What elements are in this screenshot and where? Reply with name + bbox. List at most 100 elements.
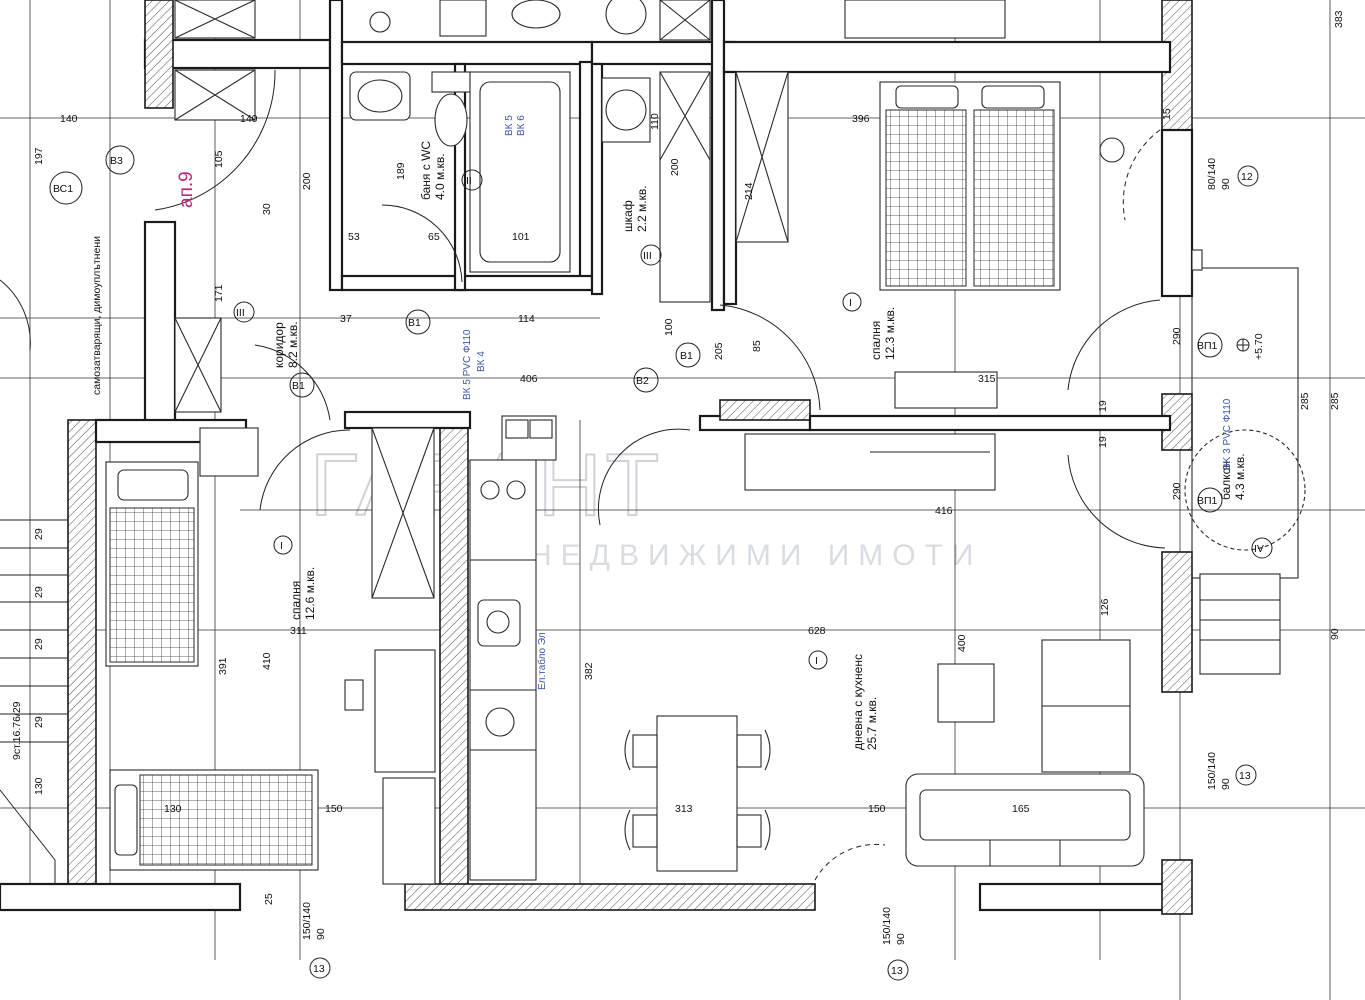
window-number: 13 [1239, 770, 1251, 782]
walls [0, 0, 1194, 915]
svg-text:29: 29 [33, 586, 45, 598]
window-number: 13 [891, 965, 903, 977]
door-tag: ВС1 [49, 171, 83, 205]
window-tag: 150/140 90 [1206, 752, 1232, 790]
room-hall-note: самозатварящи, димоуплътнени [91, 236, 103, 395]
window-tag: 150/140 90 [881, 907, 907, 945]
room-markers: I III II III I IV I [233, 169, 1273, 670]
svg-text:171: 171 [213, 284, 225, 302]
svg-text:В2: В2 [636, 375, 649, 387]
svg-text:150: 150 [325, 803, 343, 815]
svg-text:III: III [236, 307, 245, 319]
svg-text:III: III [643, 250, 652, 262]
svg-text:400: 400 [956, 634, 968, 652]
svg-text:126: 126 [1099, 598, 1111, 616]
svg-text:ВК 4: ВК 4 [476, 351, 487, 372]
svg-text:140: 140 [240, 113, 258, 125]
room-corridor: коридор 8.2 м.кв. [272, 321, 300, 368]
svg-text:311: 311 [290, 625, 307, 637]
svg-text:285: 285 [1299, 392, 1311, 410]
window-number-circle [309, 957, 331, 979]
svg-text:406: 406 [520, 373, 538, 385]
svg-text:150/140: 150/140 [301, 902, 313, 940]
svg-text:85: 85 [751, 340, 763, 352]
marker-bedroom-left: I [273, 535, 293, 555]
room-name: балкон [1219, 461, 1233, 500]
svg-text:416: 416 [935, 505, 953, 517]
svg-text:396: 396 [852, 113, 870, 125]
marker-wardrobe: III [640, 244, 662, 266]
svg-text:I: I [280, 540, 283, 552]
room-name: спалня [869, 321, 883, 360]
svg-text:BK 3 PVC Ф110: BK 3 PVC Ф110 [1222, 398, 1233, 470]
svg-text:80/140: 80/140 [1206, 158, 1218, 190]
svg-text:391: 391 [217, 657, 229, 675]
svg-text:130: 130 [33, 777, 45, 795]
svg-text:410: 410 [261, 652, 273, 670]
window-tags: 150/140 90 13 150/140 90 13 150/140 90 1… [301, 158, 1259, 981]
stair-note: 9ст.16.76/29 [11, 701, 23, 760]
window-tag: 150/140 90 [301, 902, 327, 940]
svg-text:В1: В1 [408, 317, 421, 329]
svg-text:29: 29 [33, 638, 45, 650]
svg-text:285: 285 [1329, 392, 1341, 410]
room-living: дневна с кухненс 25.7 м.кв. [851, 654, 879, 750]
room-area: 4.0 м.кв. [433, 153, 447, 200]
window-tag: 80/140 90 [1206, 158, 1232, 190]
door-tag: В1 [405, 309, 431, 335]
room-area: 2.2 м.кв. [635, 185, 649, 232]
wardrobe-units [601, 0, 789, 303]
bedroom-right-furniture [844, 0, 1125, 409]
svg-text:101: 101 [512, 231, 530, 243]
svg-text:ВК 5: ВК 5 [504, 115, 515, 136]
room-wardrobe: шкаф 2.2 м.кв. [621, 185, 649, 232]
svg-text:90: 90 [1220, 178, 1232, 190]
svg-text:37: 37 [340, 313, 352, 325]
window-number: 13 [313, 963, 325, 975]
svg-text:19: 19 [1097, 400, 1109, 412]
door-tags: В1 В1 В2 В3 ВС1 ВП1 ВП1 В1 [49, 145, 1223, 513]
watermark-tagline: НЕДВИЖИМИ ИМОТИ [530, 539, 983, 572]
svg-text:214: 214 [743, 182, 755, 200]
corridor-cupboard [174, 0, 256, 413]
level-mark: +5.70 [1236, 333, 1265, 360]
svg-text:100: 100 [663, 318, 675, 336]
svg-text:197: 197 [33, 147, 45, 165]
svg-text:315: 315 [978, 373, 996, 385]
room-area: 12.3 м.кв. [883, 307, 897, 360]
svg-text:29: 29 [33, 716, 45, 728]
door-swings [0, 69, 1166, 881]
svg-text:382: 382 [583, 662, 595, 680]
svg-text:ВК 6: ВК 6 [516, 115, 527, 136]
room-name: баня с WC [419, 141, 433, 200]
room-area: 4.3 м.кв. [1233, 453, 1247, 500]
room-area: 25.7 м.кв. [865, 697, 879, 750]
room-labels: спалня 12.6 м.кв. коридор 8.2 м.кв. баня… [91, 141, 1247, 750]
room-balcony: балкон 4.3 м.кв. [1219, 453, 1247, 500]
svg-text:150/140: 150/140 [881, 907, 893, 945]
svg-text:I: I [849, 297, 852, 309]
svg-text:25: 25 [263, 893, 275, 905]
bedroom-left-furniture [105, 427, 436, 885]
window-number-circle [1235, 764, 1257, 786]
living-furniture [624, 433, 1145, 872]
svg-text:290: 290 [1171, 327, 1183, 345]
marker-bathroom: II [461, 169, 483, 191]
balcony [1184, 249, 1306, 675]
svg-text:628: 628 [808, 625, 826, 637]
window-number-circle [887, 959, 909, 981]
blue-annotations: ВК 5 PVC Ф110 ВК 4 Ел.табло Эл BK 3 PVC … [462, 115, 1233, 690]
svg-text:Ел.табло Эл: Ел.табло Эл [536, 632, 548, 690]
svg-text:В3: В3 [110, 155, 123, 167]
svg-text:165: 165 [1012, 803, 1030, 815]
room-name: дневна с кухненс [851, 654, 865, 750]
marker-corridor: III [233, 301, 255, 323]
room-area: 8.2 м.кв. [286, 321, 300, 368]
svg-text:90: 90 [895, 933, 907, 945]
svg-text:I: I [815, 655, 818, 667]
room-bathroom: баня с WC 4.0 м.кв. [419, 141, 447, 200]
svg-text:19: 19 [1097, 436, 1109, 448]
svg-text:290: 290 [1171, 482, 1183, 500]
svg-text:105: 105 [213, 150, 225, 168]
